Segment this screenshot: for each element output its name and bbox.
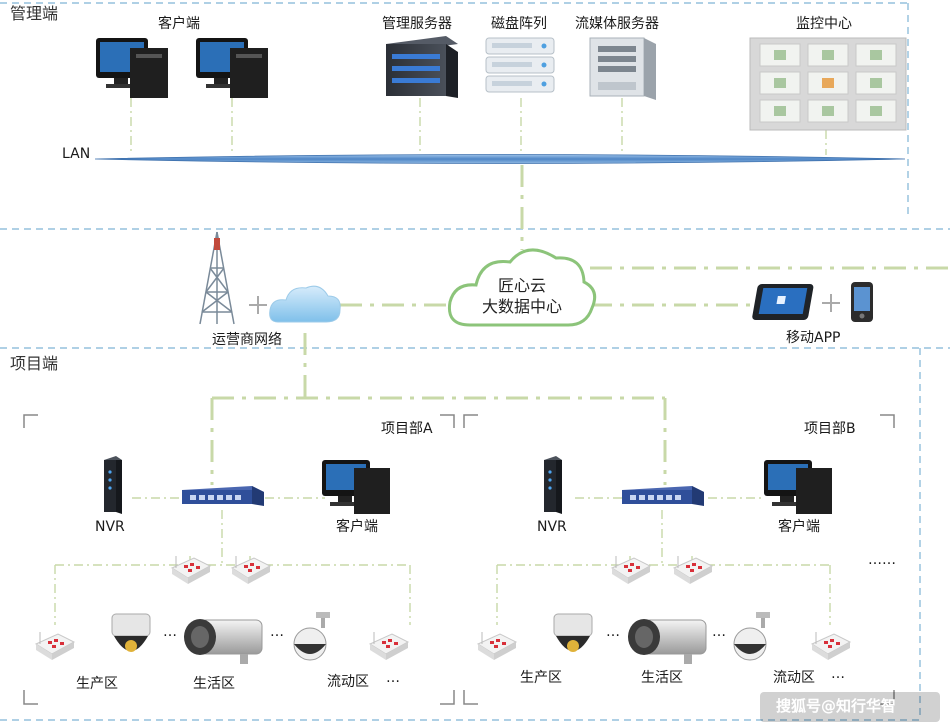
dept-a-client-pc-icon bbox=[322, 460, 390, 514]
dept-a-ap-upper-2-icon bbox=[230, 556, 272, 584]
dept-a-ellipsis-2: … bbox=[270, 624, 284, 640]
disk-array-label: 磁盘阵列 bbox=[491, 16, 547, 32]
dept-b-frame bbox=[463, 414, 895, 705]
cloud-title-line2: 大数据中心 bbox=[481, 297, 562, 316]
dept-b-more-indicator: …… bbox=[868, 552, 896, 568]
dept-b-ellipsis-2: … bbox=[712, 624, 726, 640]
dept-b-zone-mobile: 流动区 bbox=[773, 670, 815, 686]
dept-a-nvr-icon bbox=[104, 456, 122, 514]
carrier-network-label: 运营商网络 bbox=[212, 332, 282, 348]
dept-a-zone-production: 生产区 bbox=[76, 676, 118, 692]
dept-a-ap-upper-1-icon bbox=[170, 556, 212, 584]
dept-b-ellipsis-3: … bbox=[831, 666, 845, 682]
media-server-icon bbox=[589, 37, 656, 100]
phone-icon bbox=[851, 282, 873, 322]
dept-b-ap-left-icon bbox=[476, 632, 518, 660]
dept-b-dome-camera-icon bbox=[553, 613, 593, 652]
dept-a-client-label: 客户端 bbox=[336, 519, 378, 535]
clients-label: 客户端 bbox=[158, 16, 200, 32]
dept-b-client-pc-icon bbox=[764, 460, 832, 514]
dept-a-ptz-camera-icon bbox=[293, 612, 330, 661]
monitor-center-label: 监控中心 bbox=[796, 16, 852, 32]
cloud-title-line1: 匠心云 bbox=[497, 276, 546, 295]
dept-a-ellipsis-1: … bbox=[163, 624, 177, 640]
dept-a-zone-mobile: 流动区 bbox=[327, 674, 369, 690]
dept-a-title: 项目部A bbox=[381, 421, 433, 437]
dept-b-bullet-camera-icon bbox=[628, 619, 707, 664]
dept-a-ap-left-icon bbox=[34, 632, 76, 660]
watermark-text: 搜狐号@知行华智 bbox=[776, 697, 897, 715]
management-server-icon bbox=[386, 36, 458, 98]
dept-b-nvr-label: NVR bbox=[537, 519, 567, 535]
dept-a-ellipsis-3: … bbox=[386, 670, 400, 686]
dept-b-client-label: 客户端 bbox=[778, 519, 820, 535]
dept-b-nvr-icon bbox=[544, 456, 562, 514]
link-lines-thin bbox=[54, 98, 831, 625]
carrier-cloud-icon bbox=[269, 285, 341, 323]
dept-b-zone-living: 生活区 bbox=[641, 670, 683, 686]
link-lines-thick bbox=[210, 165, 950, 485]
mgmt-server-label: 管理服务器 bbox=[382, 16, 452, 32]
media-server-label: 流媒体服务器 bbox=[575, 16, 659, 32]
dept-b-zone-production: 生产区 bbox=[520, 670, 562, 686]
tablet-icon bbox=[752, 284, 814, 320]
radio-tower-icon bbox=[199, 231, 235, 325]
client-pc-1-icon bbox=[96, 38, 168, 98]
dept-b-ap-right-icon bbox=[810, 632, 852, 660]
dept-a-zone-living: 生活区 bbox=[193, 676, 235, 692]
dept-b-ap-upper-2-icon bbox=[672, 556, 714, 584]
lan-backbone bbox=[94, 154, 906, 164]
plus-icon-right bbox=[822, 294, 840, 312]
dept-a-switch-icon bbox=[182, 486, 264, 506]
dept-a-frame bbox=[23, 414, 455, 705]
dept-a-dome-camera-icon bbox=[111, 613, 151, 652]
lan-label: LAN bbox=[62, 146, 91, 162]
dept-b-switch-icon bbox=[622, 486, 704, 506]
dept-a-bullet-camera-icon bbox=[184, 619, 263, 664]
dept-a-nvr-label: NVR bbox=[95, 519, 125, 535]
monitoring-wall-icon bbox=[749, 37, 907, 131]
project-section-title: 项目端 bbox=[10, 354, 59, 373]
mobile-app-label: 移动APP bbox=[786, 330, 841, 346]
dept-a-ap-right-icon bbox=[368, 632, 410, 660]
plus-icon-left bbox=[249, 296, 267, 314]
data-center-cloud-icon bbox=[447, 248, 597, 327]
watermark-backdrop bbox=[760, 692, 940, 722]
management-section-title: 管理端 bbox=[10, 4, 59, 23]
dept-b-title: 项目部B bbox=[804, 421, 856, 437]
client-pc-2-icon bbox=[196, 38, 268, 98]
dept-b-ellipsis-1: … bbox=[606, 624, 620, 640]
dept-b-ap-upper-1-icon bbox=[610, 556, 652, 584]
dept-b-ptz-camera-icon bbox=[733, 612, 770, 661]
disk-array-icon bbox=[485, 37, 555, 93]
